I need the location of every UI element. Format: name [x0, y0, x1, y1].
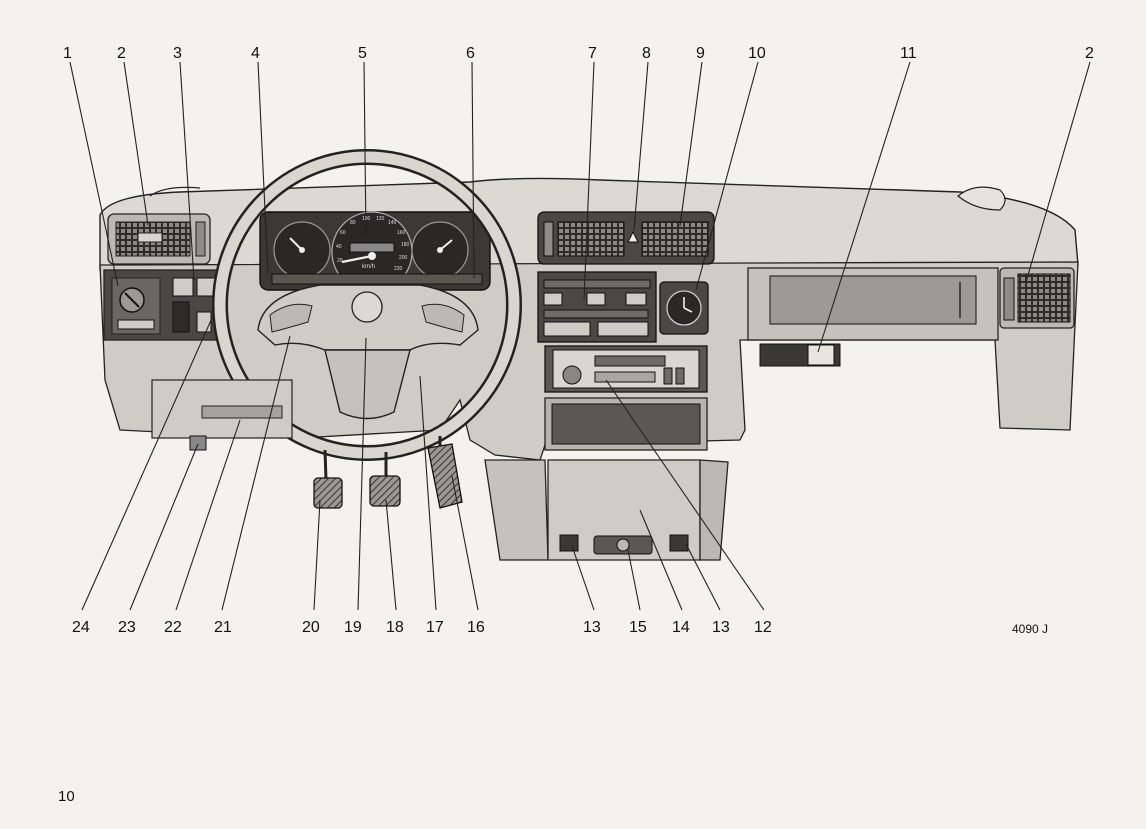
- left-air-vent: [108, 214, 210, 264]
- callout-18: 18: [386, 619, 404, 636]
- lower-left-trim: [152, 380, 292, 450]
- callout-9: 9: [696, 45, 705, 62]
- window-switch-right: [670, 535, 688, 551]
- callout-6: 6: [466, 45, 475, 62]
- radio-cassette-unit: [545, 346, 707, 392]
- speed-tick-100: 100: [362, 216, 371, 222]
- callout-24: 24: [72, 619, 90, 636]
- callout-21: 21: [214, 619, 232, 636]
- callout-15: 15: [629, 619, 647, 636]
- left-switch-panel: [104, 270, 222, 340]
- glove-compartment: [748, 268, 998, 366]
- callout-10: 10: [748, 45, 766, 62]
- callout-16: 16: [467, 619, 485, 636]
- callout-3: 3: [173, 45, 182, 62]
- heater-control-panel: [538, 272, 656, 342]
- callout-19: 19: [344, 619, 362, 636]
- callout-13-right: 13: [712, 619, 730, 636]
- figure-reference-code: 4090 J: [1012, 622, 1048, 636]
- clock: [660, 282, 708, 334]
- callout-13-left: 13: [583, 619, 601, 636]
- window-switch-left: [560, 535, 578, 551]
- speedometer-unit-label: km/h: [362, 264, 375, 270]
- speed-tick-160: 160: [397, 230, 406, 236]
- callout-8: 8: [642, 45, 651, 62]
- speed-tick-120: 120: [376, 216, 385, 222]
- clutch-pedal: [314, 478, 342, 508]
- callout-22: 22: [164, 619, 182, 636]
- top-callout-numbers: 1 2 3 4 5 6 7 8 9 10 11 2: [63, 45, 1094, 62]
- tachometer-gauge: [274, 222, 330, 278]
- callout-12: 12: [754, 619, 772, 636]
- callout-20: 20: [302, 619, 320, 636]
- speed-tick-40: 40: [336, 244, 342, 250]
- right-air-vent: [1000, 268, 1074, 328]
- callout-17: 17: [426, 619, 444, 636]
- callout-14: 14: [672, 619, 690, 636]
- brake-pedal: [370, 476, 400, 506]
- callout-11: 11: [900, 45, 917, 62]
- instrument-cluster: km/h: [260, 212, 490, 292]
- page-number: 10: [58, 788, 75, 805]
- callout-2-right: 2: [1085, 45, 1094, 62]
- speed-tick-60: 60: [340, 230, 346, 236]
- callout-2-left: 2: [117, 45, 126, 62]
- callout-23: 23: [118, 619, 136, 636]
- speed-tick-140: 140: [388, 220, 397, 226]
- callout-1: 1: [63, 45, 72, 62]
- speed-tick-20: 20: [337, 258, 343, 264]
- speed-tick-80: 80: [350, 220, 356, 226]
- center-air-vents: [538, 212, 714, 264]
- speed-tick-200: 200: [399, 255, 408, 261]
- speed-tick-180: 180: [401, 242, 410, 248]
- bottom-callout-numbers: 24 23 22 21 20 19 18 17 16 13 15 14 13 1…: [72, 619, 772, 636]
- speed-tick-220: 220: [394, 266, 403, 272]
- callout-5: 5: [358, 45, 367, 62]
- fuel-temperature-gauge: [412, 222, 468, 278]
- callout-4: 4: [251, 45, 260, 62]
- callout-7: 7: [588, 45, 597, 62]
